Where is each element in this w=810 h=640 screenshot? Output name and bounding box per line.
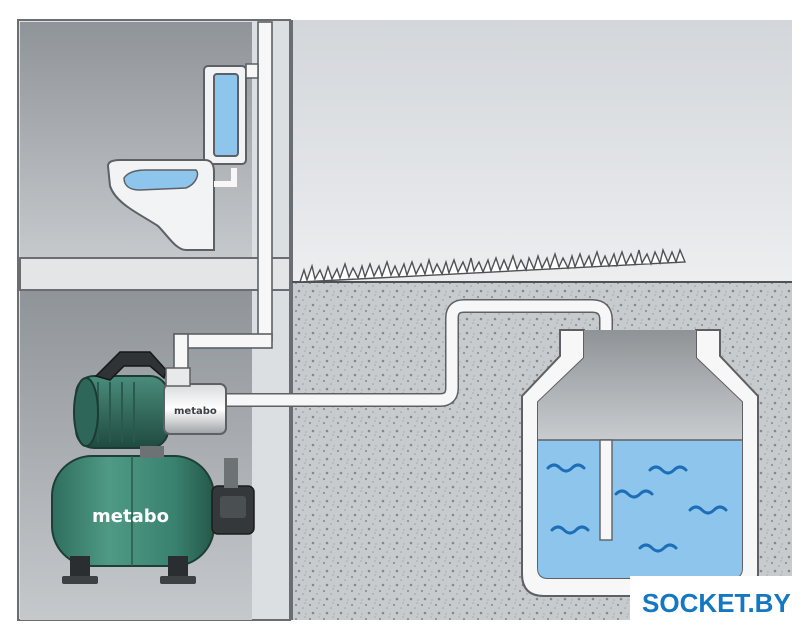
watermark-text: SOCKET.BY xyxy=(642,588,791,618)
pump-head-brand-label: metabo xyxy=(174,406,217,417)
outdoor-air xyxy=(292,20,792,282)
pump-head xyxy=(163,383,227,435)
toilet xyxy=(106,65,247,251)
grass-line xyxy=(299,247,687,283)
suction-pipe xyxy=(222,300,612,540)
carry-handle xyxy=(94,351,167,381)
watermark-backdrop xyxy=(630,576,810,640)
floor-slab xyxy=(19,257,291,291)
supply-pipe xyxy=(173,21,273,383)
water-well xyxy=(521,329,759,597)
pump-unit xyxy=(51,351,255,584)
tank-brand-label: metabo xyxy=(92,506,169,527)
